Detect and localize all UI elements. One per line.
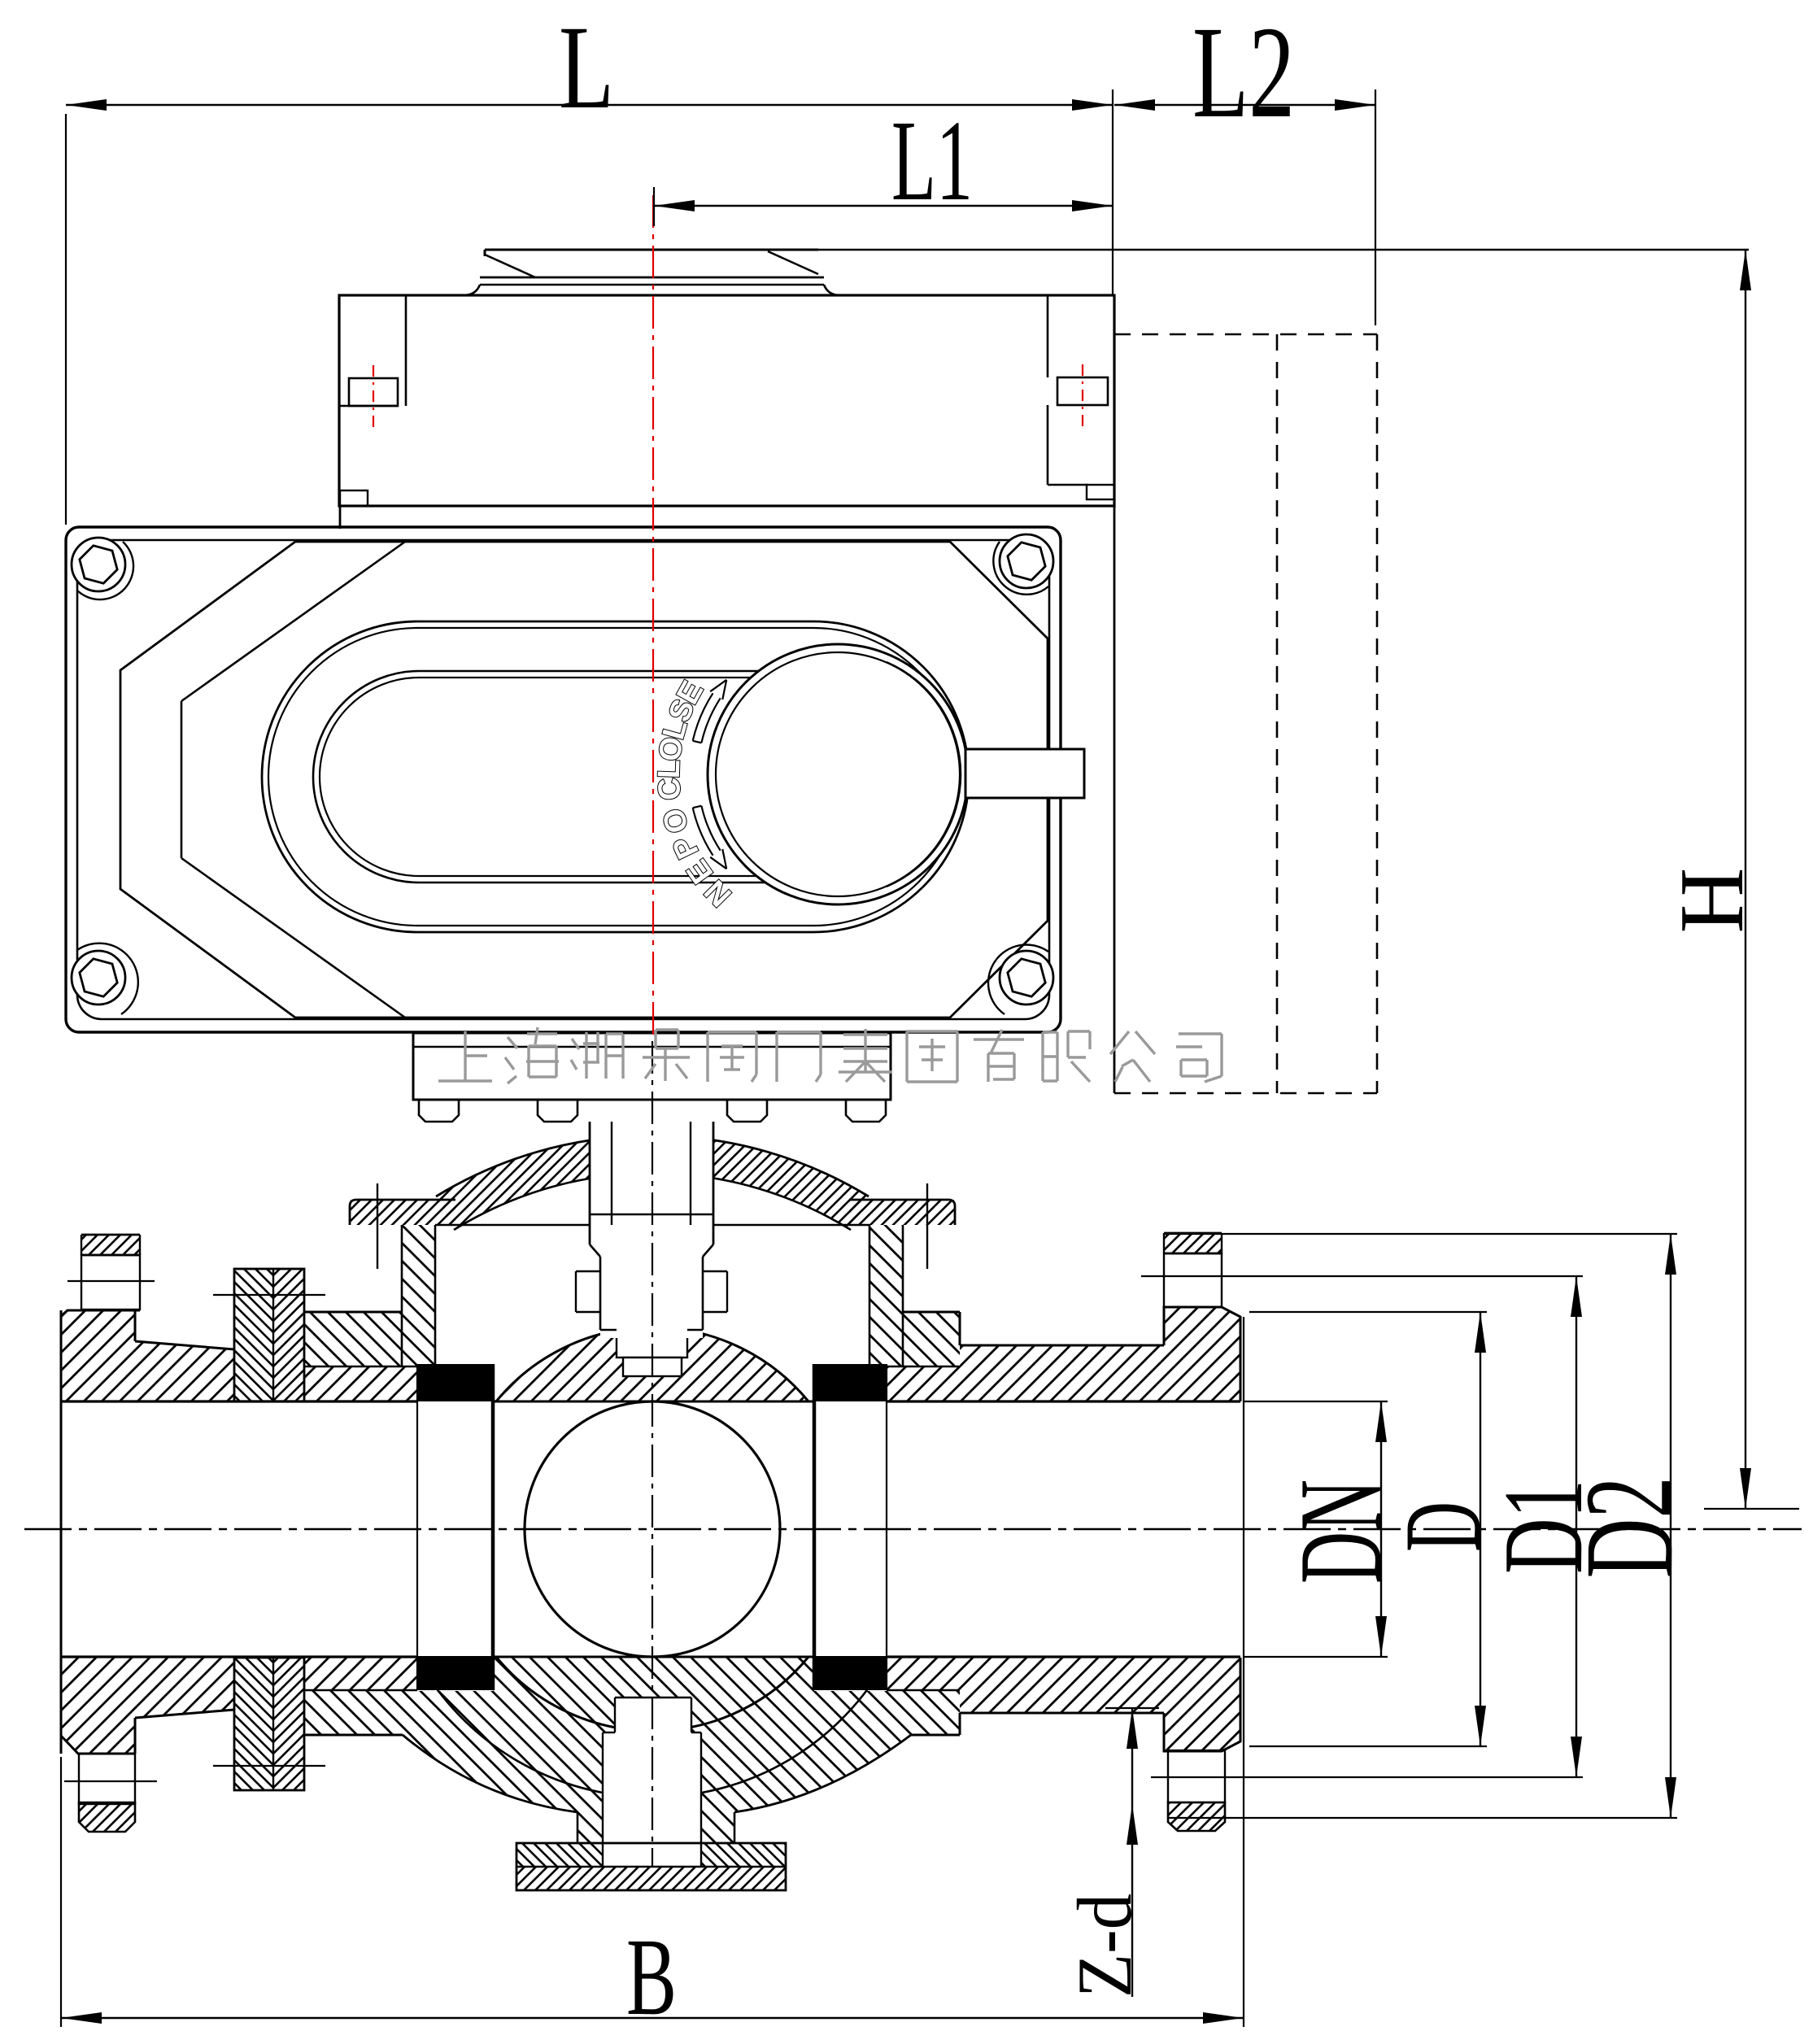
svg-text:Z-d: Z-d xyxy=(1061,1894,1148,1998)
svg-text:L: L xyxy=(559,1,614,133)
svg-text:L: L xyxy=(652,759,687,779)
svg-text:D: D xyxy=(1383,1501,1504,1552)
svg-text:D2: D2 xyxy=(1558,1477,1699,1579)
svg-text:D1: D1 xyxy=(1480,1480,1606,1574)
svg-text:O: O xyxy=(652,734,690,764)
svg-text:B: B xyxy=(626,1916,677,2038)
svg-text:DN: DN xyxy=(1275,1480,1406,1584)
svg-text:L2: L2 xyxy=(1192,0,1295,146)
svg-text:L1: L1 xyxy=(891,96,973,224)
svg-text:H: H xyxy=(1662,868,1763,934)
svg-text:C: C xyxy=(652,777,688,802)
